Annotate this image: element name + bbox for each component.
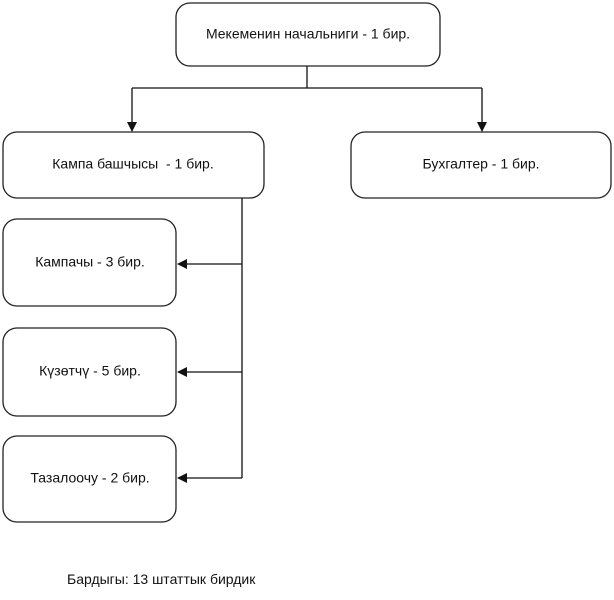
connectors bbox=[127, 66, 487, 483]
node-cleaner-label: Тазалоочу - 2 бир. bbox=[30, 470, 149, 486]
node-accountant-box bbox=[350, 131, 612, 199]
node-head-box bbox=[175, 2, 441, 67]
node-camp-chief-box bbox=[2, 131, 265, 199]
node-head-label: Мекеменин начальниги - 1 бир. bbox=[206, 26, 410, 42]
node-accountant-label: Бухгалтер - 1 бир. bbox=[422, 156, 539, 172]
node-camp-staff-label: Кампачы - 3 бир. bbox=[35, 254, 145, 270]
node-guard-box bbox=[2, 327, 177, 417]
node-accountant: Бухгалтер - 1 бир. bbox=[350, 131, 612, 199]
node-camp-staff-box bbox=[2, 218, 177, 307]
node-cleaner: Тазалоочу - 2 бир. bbox=[2, 435, 177, 523]
node-camp-chief-label: Кампа башчысы - 1 бир. bbox=[52, 156, 213, 172]
total-staff-note: Бардыгы: 13 штаттык бирдик bbox=[67, 571, 256, 587]
node-camp-staff: Кампачы - 3 бир. bbox=[2, 218, 177, 307]
node-cleaner-box bbox=[2, 435, 177, 523]
node-camp-chief: Кампа башчысы - 1 бир. bbox=[2, 131, 265, 199]
node-guard: Күзөтчү - 5 бир. bbox=[2, 327, 177, 417]
node-guard-label: Күзөтчү - 5 бир. bbox=[39, 363, 141, 379]
node-head: Мекеменин начальниги - 1 бир. bbox=[175, 2, 441, 67]
